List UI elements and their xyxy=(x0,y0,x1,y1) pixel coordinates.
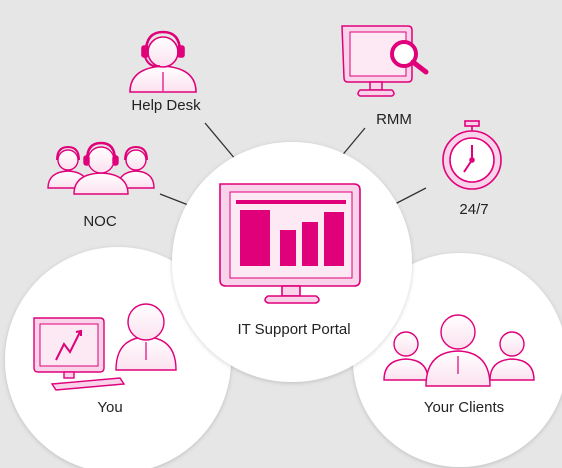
user-group-icon xyxy=(383,314,535,387)
agent-group-icon xyxy=(47,141,155,195)
stopwatch-icon xyxy=(442,120,502,190)
rmm-label: RMM xyxy=(376,111,412,128)
portal-bar-1 xyxy=(240,210,270,266)
you-label: You xyxy=(97,399,123,416)
portal-bar-4 xyxy=(324,212,344,266)
connector-24-7 xyxy=(394,187,427,205)
headset-agent-icon xyxy=(129,30,197,93)
portal-bar-2 xyxy=(280,230,296,266)
workstation-user-icon xyxy=(33,303,177,391)
portal-label: IT Support Portal xyxy=(237,321,351,338)
always-on-label: 24/7 xyxy=(459,201,489,218)
help-desk-label: Help Desk xyxy=(131,97,201,114)
connector-rmm xyxy=(339,127,366,159)
clients-label: Your Clients xyxy=(423,399,505,416)
monitor-magnifier-icon xyxy=(341,25,429,97)
connector-help-desk xyxy=(204,122,237,161)
noc-label: NOC xyxy=(83,213,117,230)
connector-lines xyxy=(159,122,427,209)
portal-monitor-icon xyxy=(219,183,361,304)
portal-bar-3 xyxy=(302,222,318,266)
